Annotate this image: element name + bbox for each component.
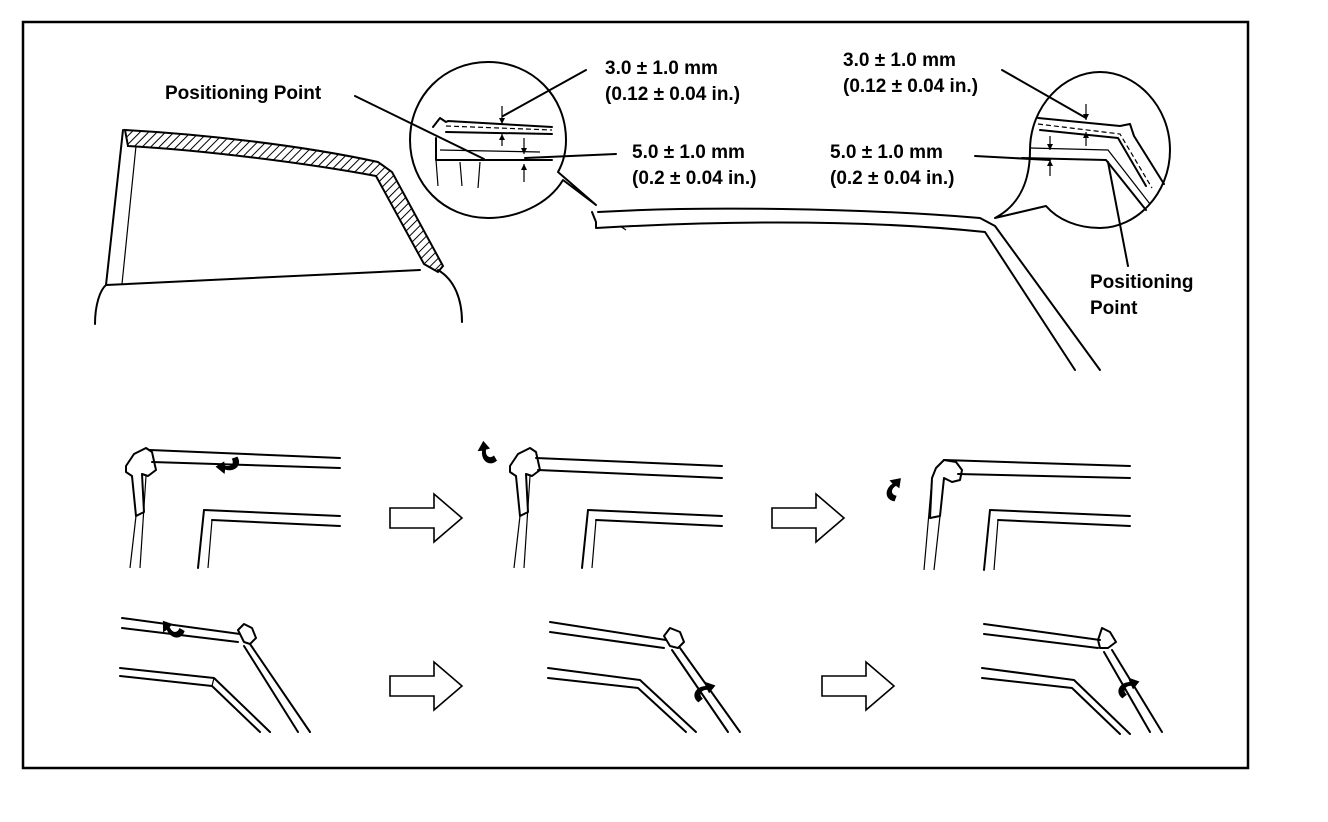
right-arrow-outline-icon — [771, 493, 845, 543]
roof-molding-outline — [591, 207, 1101, 371]
curved-arrow-icon — [883, 474, 903, 502]
detail-circle-left — [409, 61, 597, 219]
hatched-molding-icon — [123, 128, 445, 274]
right-arrow-outline-icon — [821, 661, 895, 711]
right-gap-imperial: (0.12 ± 0.04 in.) — [843, 76, 978, 97]
leader-left-gap — [502, 69, 587, 117]
figure-border — [21, 20, 1250, 770]
vehicle-side-view — [94, 128, 463, 325]
right-offset-imperial: (0.2 ± 0.04 in.) — [830, 168, 954, 189]
step-row-1-panel-3 — [883, 459, 1131, 571]
left-gap-imperial: (0.12 ± 0.04 in.) — [605, 84, 740, 105]
leader-positioning-right — [1107, 161, 1129, 267]
detail-circle-right — [994, 71, 1171, 229]
left-offset-imperial: (0.2 ± 0.04 in.) — [632, 168, 756, 189]
step-row-1-panel-1 — [125, 447, 341, 569]
positioning-point-label-left: Positioning Point — [165, 83, 322, 104]
step-row-2-panel-1 — [119, 617, 311, 733]
curved-arrow-icon — [214, 456, 242, 477]
leader-left-offset — [524, 153, 617, 159]
right-offset-metric: 5.0 ± 1.0 mm — [830, 142, 943, 163]
curved-arrow-icon — [157, 619, 185, 642]
right-gap-metric: 3.0 ± 1.0 mm — [843, 50, 956, 71]
right-arrow-outline-icon — [389, 661, 463, 711]
positioning-point-label-right-line2: Point — [1090, 298, 1138, 319]
left-gap-metric: 3.0 ± 1.0 mm — [605, 58, 718, 79]
step-row-1-panel-2 — [474, 439, 723, 569]
right-arrow-outline-icon — [389, 493, 463, 543]
positioning-point-label-right-line1: Positioning — [1090, 272, 1193, 293]
leader-right-gap — [1001, 69, 1087, 119]
left-offset-metric: 5.0 ± 1.0 mm — [632, 142, 745, 163]
step-row-2-panel-3 — [981, 623, 1163, 735]
leader-positioning-left — [354, 95, 485, 160]
curved-arrow-icon — [474, 439, 498, 467]
leader-right-offset — [974, 155, 1051, 161]
step-row-2-panel-2 — [547, 621, 741, 733]
